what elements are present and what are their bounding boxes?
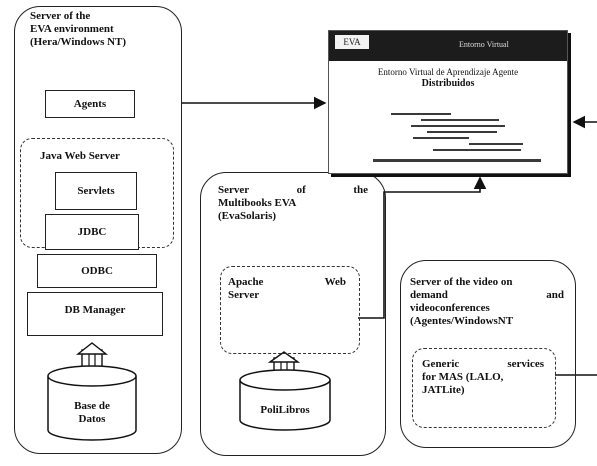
screenshot-text-line	[427, 131, 497, 133]
screenshot-text-line	[411, 125, 505, 127]
db-manager-label: DB Manager	[65, 304, 126, 316]
screenshot-title-line2: Distribuidos	[339, 79, 557, 89]
screenshot-title-line1: Entorno Virtual de Aprendizaje Agente	[339, 67, 557, 77]
apache-web-server-label: Apache Web Server	[228, 276, 346, 302]
screenshot-text-line	[391, 113, 451, 115]
jdbc-label: JDBC	[78, 226, 107, 238]
eva-server-title: Server of the EVA environment (Hera/Wind…	[30, 10, 170, 49]
servlets-label: Servlets	[77, 185, 114, 197]
video-server-title: Server of the video on demand and videoc…	[410, 276, 564, 328]
screenshot-text-line	[421, 119, 499, 121]
screenshot-header-bar: EVA Entorno Virtual	[329, 31, 567, 61]
screenshot-logo: EVA	[335, 35, 369, 49]
generic-services-label: Generic services for MAS (LALO, JATLite)	[422, 358, 544, 397]
odbc-box: ODBC	[37, 254, 157, 288]
screenshot-header-text: Entorno Virtual	[459, 40, 509, 49]
db-manager-box: DB Manager	[27, 292, 163, 336]
screenshot-footer-line	[373, 159, 541, 162]
eva-web-screenshot: EVA Entorno Virtual Entorno Virtual de A…	[328, 30, 568, 174]
java-web-server-label: Java Web Server	[40, 150, 120, 163]
agents-box: Agents	[45, 90, 135, 118]
screenshot-text-line	[433, 149, 521, 151]
base-de-datos-label: Base de Datos	[60, 400, 124, 426]
agents-label: Agents	[74, 98, 106, 110]
polilibros-label: PoliLibros	[244, 404, 326, 417]
odbc-label: ODBC	[81, 265, 113, 277]
screenshot-text-line	[413, 137, 469, 139]
jdbc-box: JDBC	[45, 214, 139, 250]
multibooks-server-title: Server of the Multibooks EVA (EvaSolaris…	[218, 184, 368, 223]
screenshot-text-line	[469, 143, 523, 145]
servlets-box: Servlets	[55, 172, 137, 210]
